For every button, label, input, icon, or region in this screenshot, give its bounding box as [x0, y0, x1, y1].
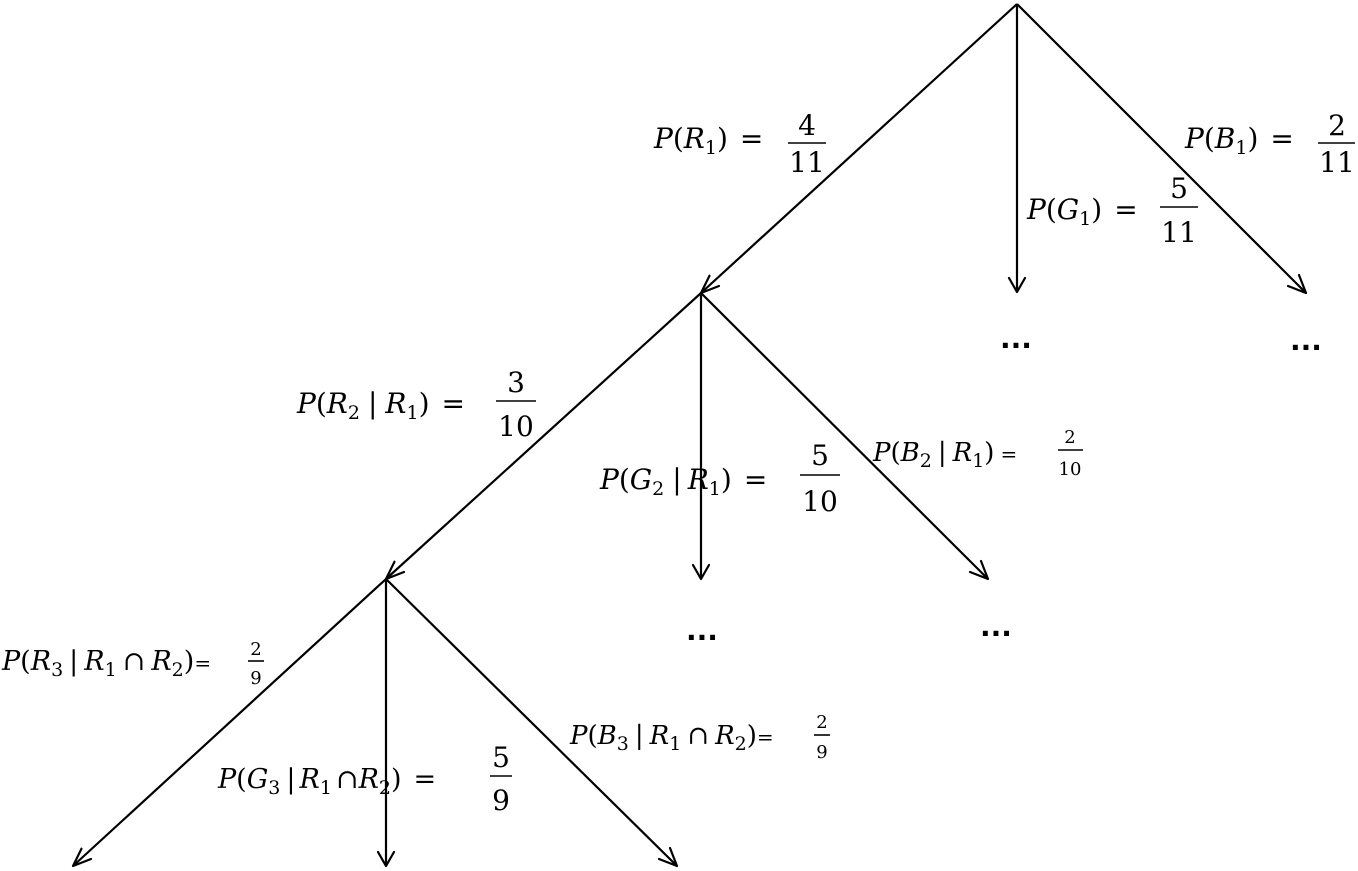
arrowhead-g2 — [691, 563, 711, 581]
arrowhead-b1 — [1286, 273, 1308, 295]
label-p-g1-expr: P(G1)= — [1026, 193, 1138, 230]
label-p-b3-given-r1-r2: P(B3|R1∩R2)= 2 9 — [569, 712, 830, 763]
label-p-g1: P(G1)= 5 11 — [1026, 172, 1198, 249]
label-p-g2-given-r1-expr: P(G2|R1)= — [599, 463, 767, 500]
label-p-g3-given-r1-r2-expr: P(G3|R1∩R2)= — [217, 764, 436, 799]
branch-r2 — [385, 292, 702, 580]
label-p-b3-given-r1-r2-denominator: 9 — [816, 742, 827, 763]
branch-b1 — [1016, 3, 1307, 294]
label-p-g3-given-r1-r2-denominator: 9 — [492, 784, 510, 817]
label-p-r1-numerator: 4 — [798, 109, 816, 142]
branch-b2 — [700, 292, 989, 580]
ellipsis-b1: ... — [1290, 324, 1322, 357]
branch-r1 — [700, 3, 1018, 294]
label-p-b2-given-r1: P(B2|R1)= 2 10 — [872, 427, 1083, 480]
label-p-b3-given-r1-r2-expr: P(B3|R1∩R2)= — [569, 721, 774, 755]
ellipsis-g1: ... — [1000, 322, 1032, 355]
ellipsis-b2: ... — [980, 610, 1012, 643]
label-p-r3-given-r1-r2: P(R3|R1∩R2)= 2 9 — [1, 639, 264, 689]
label-p-g3-given-r1-r2-numerator: 5 — [492, 741, 510, 774]
label-p-g2-given-r1-denominator: 10 — [802, 485, 838, 518]
arrowhead-g3 — [376, 850, 396, 868]
label-p-r2-given-r1-expr: P(R2|R1)= — [296, 387, 465, 424]
label-p-b1-denominator: 11 — [1319, 146, 1355, 179]
label-p-r3-given-r1-r2-numerator: 2 — [250, 639, 261, 660]
label-p-b2-given-r1-numerator: 2 — [1064, 427, 1075, 448]
label-p-b1-expr: P(B1)= — [1184, 122, 1294, 159]
arrowhead-b3 — [657, 846, 679, 868]
label-p-r1-denominator: 11 — [789, 146, 825, 179]
label-p-b3-given-r1-r2-numerator: 2 — [816, 712, 827, 733]
label-p-b1: P(B1)= 2 11 — [1184, 109, 1355, 179]
label-p-r1: P(R1)= 4 11 — [653, 109, 826, 179]
branch-b3 — [385, 578, 678, 867]
arrowhead-r3 — [71, 847, 93, 868]
label-p-r1-expr: P(R1)= — [653, 122, 763, 159]
arrowhead-g1 — [1007, 276, 1027, 294]
ellipsis-g2: ... — [686, 614, 718, 647]
label-p-b1-numerator: 2 — [1328, 109, 1346, 142]
label-p-r2-given-r1-denominator: 10 — [498, 410, 534, 443]
label-p-g2-given-r1-numerator: 5 — [811, 439, 829, 472]
label-p-r3-given-r1-r2-expr: P(R3|R1∩R2)= — [1, 646, 211, 681]
branch-r3 — [72, 578, 387, 867]
label-p-g1-denominator: 11 — [1161, 216, 1197, 249]
label-p-r3-given-r1-r2-denominator: 9 — [250, 668, 261, 689]
label-p-g2-given-r1: P(G2|R1)= 5 10 — [599, 439, 840, 518]
label-p-r2-given-r1-numerator: 3 — [507, 366, 525, 399]
label-p-g3-given-r1-r2: P(G3|R1∩R2)= 5 9 — [217, 741, 512, 817]
arrowhead-b2 — [968, 559, 990, 581]
label-p-b2-given-r1-expr: P(B2|R1)= — [872, 438, 1017, 472]
label-p-b2-given-r1-denominator: 10 — [1059, 459, 1082, 480]
label-p-r2-given-r1: P(R2|R1)= 3 10 — [296, 366, 536, 443]
label-p-g1-numerator: 5 — [1170, 172, 1188, 205]
